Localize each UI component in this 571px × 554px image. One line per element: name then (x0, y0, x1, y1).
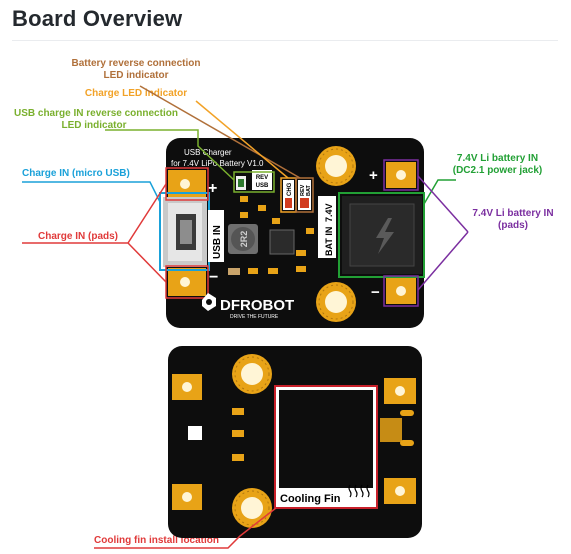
leader-charge-led (195, 100, 289, 179)
inductor-label: 2R2 (239, 231, 249, 248)
heat-waves-icon (348, 484, 370, 498)
bat-in-voltage-label: 7.4V (324, 203, 334, 222)
leader-cooling-fin (94, 507, 277, 549)
highlight-usb-reverse (233, 171, 275, 193)
rev-usb-label-usb: USB (256, 183, 269, 189)
title-divider (12, 40, 558, 41)
lightning-icon (376, 218, 394, 254)
dfrobot-logo: DFROBOT DRIVE THE FUTURE (202, 293, 294, 320)
charge-plus-mark: + (208, 180, 217, 197)
callout-battery-reverse-line2: LED indicator (103, 70, 169, 81)
usb-in-label-box: USB IN (208, 210, 224, 262)
usb-in-label: USB IN (212, 225, 223, 259)
rev-usb-label-rev: REV (256, 175, 268, 181)
leader-battery-pads (417, 175, 469, 291)
chg-label: CHG (287, 182, 293, 196)
callout-battery-pads-line2: (pads) (498, 220, 528, 231)
charge-minus-mark: − (209, 269, 218, 286)
highlight-battery-pad-top (383, 159, 419, 191)
back-pads-right (380, 378, 416, 504)
callout-battery-reverse-line1: Battery reverse connection (71, 58, 201, 69)
board-back: Cooling Fin (168, 346, 422, 538)
back-pads-left (172, 374, 202, 510)
cooling-fin-area: Cooling Fin (274, 385, 378, 509)
smd-components (228, 196, 314, 275)
bat-in-label: BAT IN (324, 227, 334, 256)
board-name-line1: USB Charger (184, 148, 232, 157)
board-front: + − USB Charger for 7.4V LiPo Battery V1… (159, 138, 425, 328)
highlight-battery-pad-bottom (383, 275, 419, 307)
callout-battery-pads-line1: 7.4V Li battery IN (472, 208, 554, 219)
bat-in-label-box: 7.4V BAT IN (318, 196, 336, 258)
battery-pads (386, 162, 416, 304)
page-title: Board Overview (12, 6, 183, 31)
callout-battery-pads: 7.4V Li battery IN (pads) (466, 208, 560, 232)
callout-usb-reverse-line2: LED indicator (61, 120, 127, 131)
callout-usb-reverse-line1: USB charge IN reverse connection (14, 108, 178, 119)
back-smd-parts (232, 408, 244, 461)
callout-battery-jack-line1: 7.4V Li battery IN (456, 153, 539, 164)
battery-minus-mark: − (371, 284, 380, 301)
leader-usb-reverse (105, 129, 235, 181)
dc-power-jack (342, 196, 422, 274)
leader-battery-jack (423, 179, 456, 205)
rev-bat-label-bat: BAT (306, 184, 312, 196)
callout-battery-reverse-led: Battery reverse connection LED indicator (46, 58, 226, 82)
back-mounting-hole-top (232, 354, 272, 394)
mounting-hole-bottom (316, 282, 356, 322)
callout-charge-in-usb: Charge IN (micro USB) (22, 168, 130, 179)
highlight-battery-jack (338, 192, 425, 278)
brand-tagline: DRIVE THE FUTURE (230, 314, 279, 320)
leader-charge-pads (22, 183, 167, 283)
micro-usb-connector (163, 197, 207, 267)
rev-bat-led: REV BAT (298, 180, 312, 210)
battery-plus-mark: + (369, 167, 378, 184)
callout-cooling-fin-location: Cooling fin install location (94, 535, 219, 546)
leader-lines (22, 85, 469, 549)
callout-battery-jack-line2: (DC2.1 power jack) (452, 165, 543, 176)
callout-charge-led: Charge LED indicator (84, 88, 188, 99)
rev-bat-label-rev: REV (300, 184, 306, 196)
charger-ic (269, 229, 295, 255)
leader-battery-reverse (139, 85, 301, 179)
callout-battery-jack: 7.4V Li battery IN (DC2.1 power jack) (440, 153, 555, 177)
rev-usb-label-box: REV USB (252, 170, 272, 190)
cooling-fin-label: Cooling Fin (280, 493, 341, 505)
leader-charge-usb (22, 181, 161, 203)
brand-name: DFROBOT (220, 297, 294, 314)
callout-usb-reverse-led: USB charge IN reverse connection LED ind… (14, 108, 178, 132)
back-mounting-hole-bottom (232, 488, 272, 528)
highlight-battery-reverse (295, 177, 314, 213)
pcb-front (166, 138, 424, 328)
chg-led: CHG (283, 180, 294, 210)
callout-charge-in-pads: Charge IN (pads) (38, 231, 119, 242)
inductor-2r2: 2R2 (228, 224, 258, 254)
mounting-hole-top (316, 146, 356, 186)
